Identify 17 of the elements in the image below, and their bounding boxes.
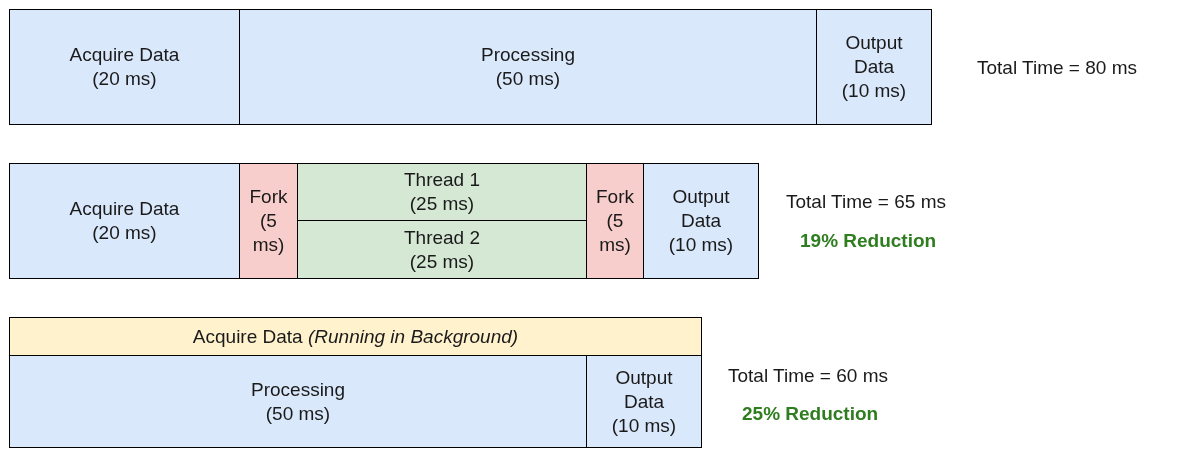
stage-box: Output Data (10 ms)	[586, 355, 702, 448]
total-time-note: Total Time = 65 ms	[786, 190, 946, 214]
reduction-note: 25% Reduction	[742, 402, 879, 426]
total-time-note: Total Time = 60 ms	[728, 364, 888, 388]
stage-box: Acquire Data (20 ms)	[9, 9, 240, 125]
stage-box: Processing (50 ms)	[239, 9, 817, 125]
fork-box: Fork (5 ms)	[586, 163, 644, 279]
fork-box: Fork (5 ms)	[239, 163, 298, 279]
stage-box: Output Data (10 ms)	[816, 9, 932, 125]
stage-box: Output Data (10 ms)	[643, 163, 759, 279]
stage-box: Acquire Data (20 ms)	[9, 163, 240, 279]
reduction-note: 19% Reduction	[800, 229, 937, 253]
thread-box: Thread 2 (25 ms)	[297, 220, 587, 279]
thread-box: Thread 1 (25 ms)	[297, 163, 587, 221]
stage-box: Processing (50 ms)	[9, 355, 587, 448]
background-bar: Acquire Data (Running in Background)	[9, 317, 702, 356]
total-time-note: Total Time = 80 ms	[977, 56, 1137, 80]
